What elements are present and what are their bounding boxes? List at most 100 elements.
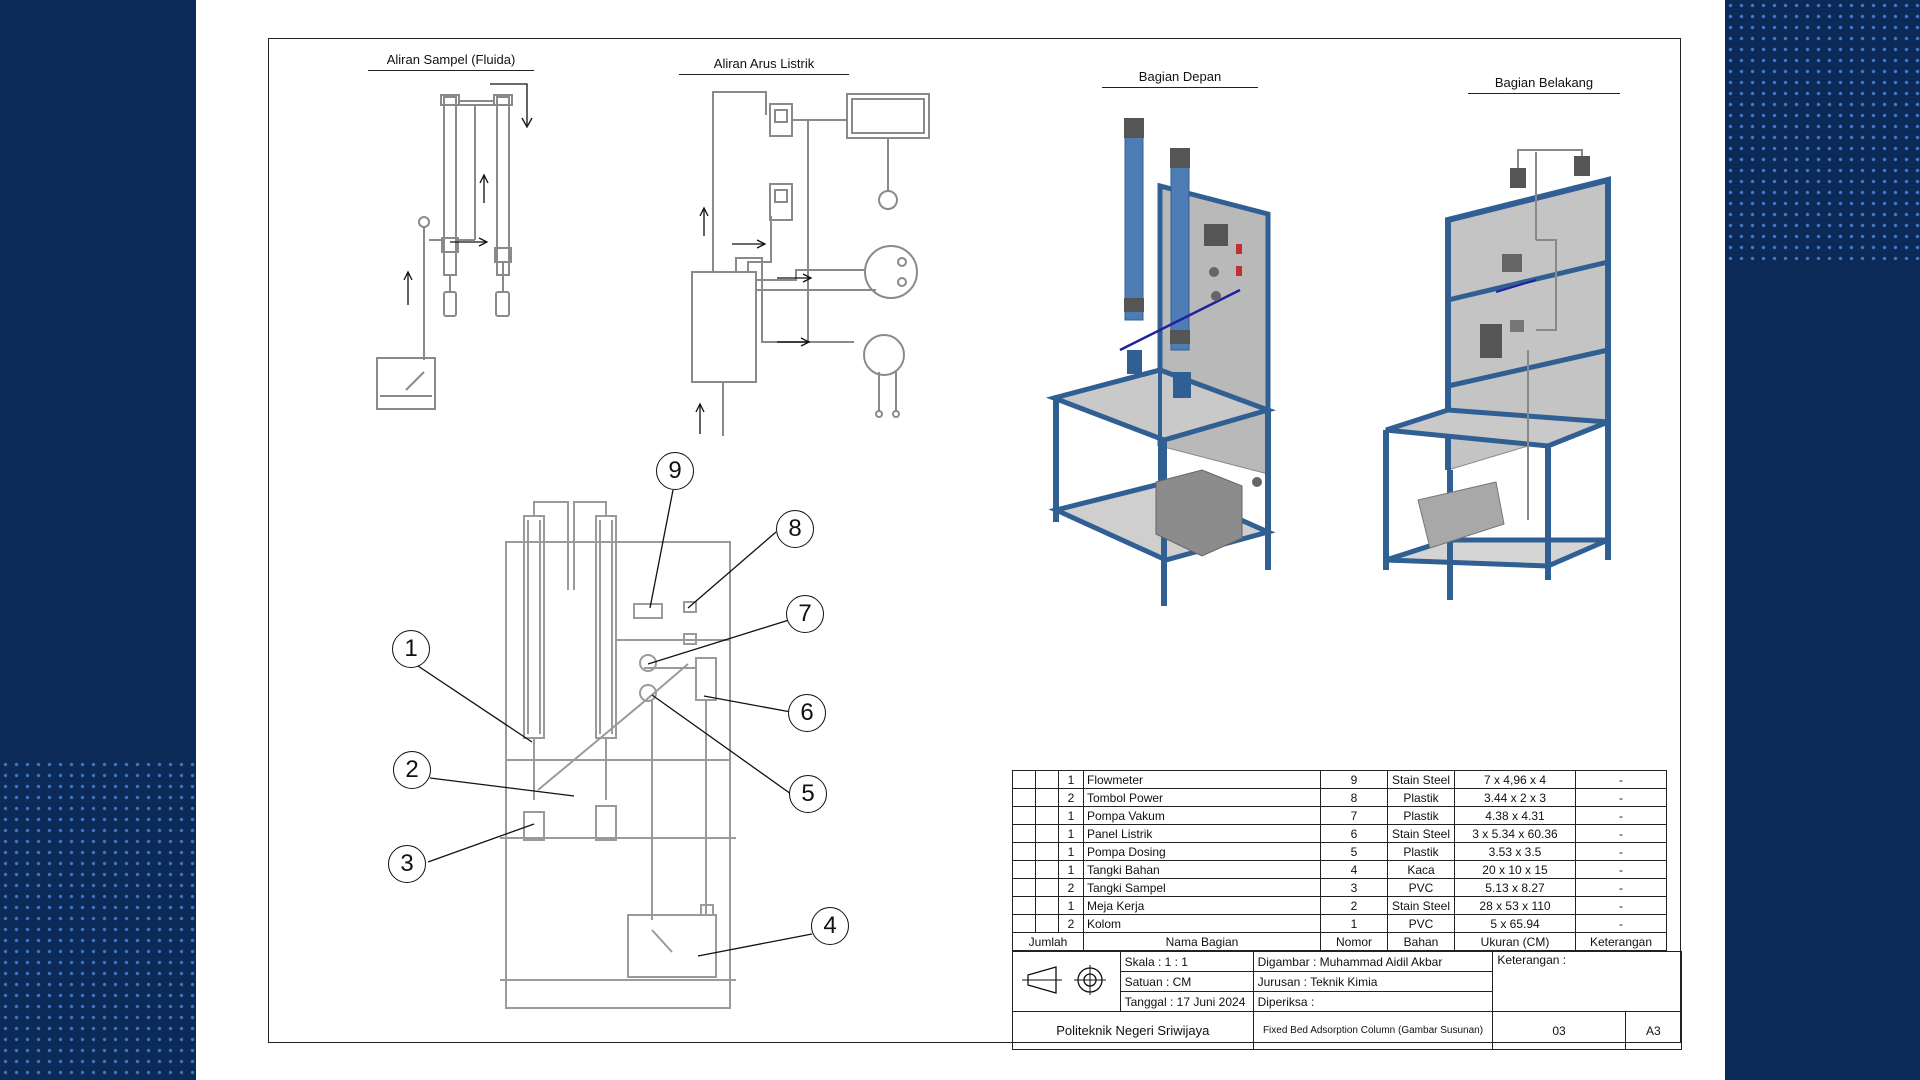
parts-cell-nomor: 3 <box>1320 878 1388 897</box>
parts-cell-ket: - <box>1575 896 1667 915</box>
view-title-electric: Aliran Arus Listrik <box>679 56 849 75</box>
parts-cell-ket: - <box>1575 806 1667 825</box>
parts-cell-blank <box>1012 842 1036 861</box>
view-title-back: Bagian Belakang <box>1468 75 1620 94</box>
unit-cell: Satuan : CM <box>1119 971 1254 992</box>
parts-cell-blank <box>1035 770 1059 789</box>
parts-cell-nomor: 7 <box>1320 806 1388 825</box>
parts-cell-ukuran: 3.44 x 2 x 3 <box>1454 788 1576 807</box>
notes-cell: Keterangan : <box>1492 951 1682 1012</box>
parts-cell-ukuran: 4.38 x 4.31 <box>1454 806 1576 825</box>
callout-1: 1 <box>392 630 430 668</box>
parts-cell-ukuran: 3 x 5.34 x 60.36 <box>1454 824 1576 843</box>
parts-cell-nama: Meja Kerja <box>1083 896 1321 915</box>
view-title-fluid: Aliran Sampel (Fluida) <box>368 52 534 71</box>
first-angle-projection-icon <box>1022 965 1107 995</box>
back-view-illustration <box>1383 149 1611 600</box>
date-cell: Tanggal : 17 Juni 2024 <box>1119 991 1254 1012</box>
parts-cell-bahan: Kaca <box>1387 860 1455 879</box>
parts-cell-jumlah: 1 <box>1058 860 1084 879</box>
header-nomor: Nomor <box>1320 932 1388 951</box>
parts-cell-blank <box>1012 770 1036 789</box>
parts-cell-nomor: 9 <box>1320 770 1388 789</box>
parts-cell-nomor: 5 <box>1320 842 1388 861</box>
sheet-number-cell: 03 <box>1492 1011 1626 1050</box>
callout-3: 3 <box>388 845 426 883</box>
parts-cell-blank <box>1035 788 1059 807</box>
drawing-frame <box>268 38 1681 1043</box>
parts-cell-blank <box>1035 914 1059 933</box>
parts-cell-blank <box>1012 788 1036 807</box>
background-pattern-left <box>0 0 196 1080</box>
parts-list-header: Jumlah Nama Bagian Nomor Bahan Ukuran (C… <box>1012 932 1667 951</box>
parts-cell-nama: Panel Listrik <box>1083 824 1321 843</box>
header-nama-bagian: Nama Bagian <box>1083 932 1321 951</box>
parts-cell-blank <box>1035 860 1059 879</box>
parts-cell-blank <box>1035 896 1059 915</box>
parts-cell-blank <box>1012 824 1036 843</box>
institution-cell: Politeknik Negeri Sriwijaya <box>1012 1011 1254 1050</box>
fluid-flow-diagram <box>376 83 533 410</box>
parts-cell-jumlah: 2 <box>1058 914 1084 933</box>
parts-cell-ukuran: 3.53 x 3.5 <box>1454 842 1576 861</box>
parts-cell-jumlah: 1 <box>1058 806 1084 825</box>
parts-cell-nama: Flowmeter <box>1083 770 1321 789</box>
parts-cell-nomor: 8 <box>1320 788 1388 807</box>
assembly-drawing <box>411 489 813 1009</box>
parts-cell-jumlah: 1 <box>1058 824 1084 843</box>
parts-cell-blank <box>1012 878 1036 897</box>
callout-2: 2 <box>393 751 431 789</box>
parts-cell-ket: - <box>1575 770 1667 789</box>
parts-cell-ket: - <box>1575 842 1667 861</box>
parts-cell-blank <box>1035 878 1059 897</box>
callout-4: 4 <box>811 907 849 945</box>
callout-7: 7 <box>786 595 824 633</box>
header-keterangan: Keterangan <box>1575 932 1667 951</box>
parts-cell-bahan: PVC <box>1387 878 1455 897</box>
checked-by-cell: Diperiksa : <box>1252 991 1494 1012</box>
drawing-sheet: Aliran Sampel (Fluida) Aliran Arus Listr… <box>196 0 1725 1080</box>
parts-cell-blank <box>1035 806 1059 825</box>
parts-cell-bahan: Stain Steel <box>1387 770 1455 789</box>
department-cell: Jurusan : Teknik Kimia <box>1252 971 1494 992</box>
parts-cell-ukuran: 28 x 53 x 110 <box>1454 896 1576 915</box>
parts-cell-ukuran: 5.13 x 8.27 <box>1454 878 1576 897</box>
parts-cell-nomor: 4 <box>1320 860 1388 879</box>
parts-cell-bahan: PVC <box>1387 914 1455 933</box>
parts-cell-jumlah: 1 <box>1058 842 1084 861</box>
electric-flow-diagram <box>691 91 930 436</box>
parts-cell-nomor: 2 <box>1320 896 1388 915</box>
parts-cell-jumlah: 1 <box>1058 896 1084 915</box>
callout-9: 9 <box>656 452 694 490</box>
parts-cell-nama: Pompa Dosing <box>1083 842 1321 861</box>
parts-cell-ukuran: 20 x 10 x 15 <box>1454 860 1576 879</box>
parts-cell-nama: Tombol Power <box>1083 788 1321 807</box>
parts-cell-blank <box>1035 824 1059 843</box>
parts-cell-blank <box>1012 860 1036 879</box>
parts-cell-ukuran: 7 x 4,96 x 4 <box>1454 770 1576 789</box>
parts-cell-nama: Tangki Sampel <box>1083 878 1321 897</box>
callout-6: 6 <box>788 694 826 732</box>
scale-cell: Skala : 1 : 1 <box>1119 951 1254 972</box>
parts-cell-ket: - <box>1575 878 1667 897</box>
parts-cell-bahan: Plastik <box>1387 842 1455 861</box>
header-bahan: Bahan <box>1387 932 1455 951</box>
view-title-front: Bagian Depan <box>1102 69 1258 88</box>
front-view-illustration <box>1045 118 1276 606</box>
projection-symbol <box>1012 951 1121 1012</box>
parts-cell-blank <box>1035 842 1059 861</box>
parts-cell-nomor: 6 <box>1320 824 1388 843</box>
parts-cell-ket: - <box>1575 860 1667 879</box>
parts-cell-nama: Kolom <box>1083 914 1321 933</box>
parts-cell-bahan: Plastik <box>1387 806 1455 825</box>
parts-cell-nama: Pompa Vakum <box>1083 806 1321 825</box>
